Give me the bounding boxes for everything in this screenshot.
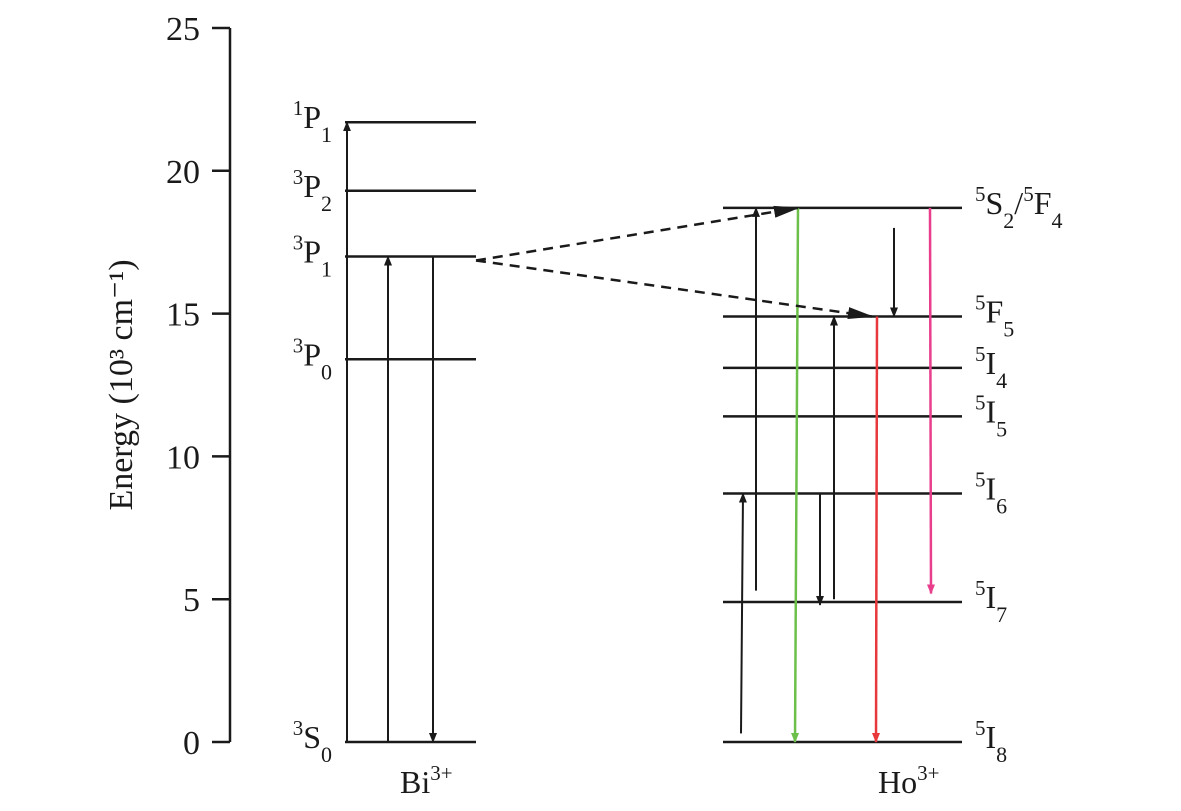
ho-level-5S2_5F4-label-term-2: F — [1034, 185, 1052, 221]
ho-level-5S2_5F4-label-j: 2 — [1003, 208, 1014, 233]
ho-level-5I6-label-term: I — [986, 471, 997, 507]
bi-level-1P1-label-j: 1 — [321, 122, 332, 147]
transition-arrows — [343, 121, 935, 743]
bi-level-3P0-label: 3P0 — [293, 333, 332, 384]
bi-ion-charge: 3+ — [430, 761, 452, 785]
bi-level-3P0-label-multiplicity: 3 — [293, 333, 304, 357]
ho-level-5S2_5F4-label-term: S — [986, 185, 1004, 221]
bi-level-1P1-label-term: P — [303, 99, 321, 135]
ho-level-5I7-label-multiplicity: 5 — [975, 576, 986, 600]
ho-level-5I5-label: 5I5 — [975, 390, 1007, 441]
y-tick-label: 5 — [183, 582, 200, 619]
ho-level-5I5-label-j: 5 — [996, 416, 1007, 441]
ho-level-5I4-label-j: 4 — [996, 368, 1007, 393]
ho-level-5S2_5F4-label-multiplicity: 5 — [975, 182, 986, 206]
ho-ion-label: Ho3+ — [878, 761, 939, 800]
bi-level-3P2-label-j: 2 — [321, 191, 332, 216]
ho-level-5F5-label: 5F5 — [975, 290, 1014, 341]
transition-ho-red-emission — [872, 316, 881, 743]
energy-transfer-et-3P1-to-5S2 — [475, 205, 800, 262]
ho-level-5I7-label-j: 7 — [996, 602, 1007, 627]
ho-level-5I7-label-term: I — [986, 579, 997, 615]
ho-level-5I7-label: 5I7 — [975, 576, 1007, 627]
bi-level-1P1-label: 1P1 — [293, 96, 332, 147]
bi-level-3S0-label: 3S0 — [293, 716, 332, 767]
energy-transfer-arrows — [475, 205, 874, 320]
ho-level-5I4-label-multiplicity: 5 — [975, 342, 986, 366]
bi-level-3S0-label-term: S — [303, 719, 321, 755]
bi-level-3S0-label-multiplicity: 3 — [293, 716, 304, 740]
ho-ion-name: Ho — [878, 764, 917, 800]
ho-level-5I4-label-term: I — [986, 345, 997, 381]
bi-level-3P0-label-term: P — [303, 336, 321, 372]
bi-level-3P2-label: 3P2 — [293, 165, 332, 216]
ho-level-5F5-label-j: 5 — [1003, 316, 1014, 341]
ho-level-5F5-label-multiplicity: 5 — [975, 290, 986, 314]
y-tick-label: 15 — [166, 297, 200, 334]
bi-level-1P1-label-multiplicity: 1 — [293, 96, 304, 120]
y-tick-label: 20 — [166, 154, 200, 191]
ho-level-5I8-label-term: I — [986, 719, 997, 755]
y-axis-title: Energy (10³ cm⁻¹) — [103, 259, 140, 510]
bi-level-3P1-label-multiplicity: 3 — [293, 230, 304, 254]
ho-level-5S2_5F4-label-separator: / — [1014, 185, 1023, 221]
y-tick-label: 10 — [166, 439, 200, 476]
ho-level-5I4-label: 5I4 — [975, 342, 1007, 393]
y-tick-label: 25 — [166, 11, 200, 48]
ho-level-5I8-label-j: 8 — [996, 742, 1007, 767]
ho-level-5I8-label: 5I8 — [975, 716, 1007, 767]
bi-level-3S0-label-j: 0 — [321, 742, 332, 767]
bi-level-3P1-label: 3P1 — [293, 230, 332, 281]
ho-ion-charge: 3+ — [917, 761, 939, 785]
ho-level-5S2_5F4-label-j-2: 4 — [1051, 208, 1062, 233]
ho-level-5I5-label-term: I — [986, 393, 997, 429]
bi-level-3P2-label-term: P — [303, 168, 321, 204]
bi-ion-name: Bi — [400, 764, 430, 800]
energy-transfer-et-3P1-to-5F5 — [475, 259, 874, 320]
ho-level-5S2_5F4-label: 5S2/5F4 — [975, 182, 1062, 233]
bi-level-3P1-label-term: P — [303, 233, 321, 269]
ho-level-5I8-label-multiplicity: 5 — [975, 716, 986, 740]
y-tick-label: 0 — [183, 725, 200, 762]
transition-ho-nir-emission — [926, 207, 935, 595]
bi-ion-label: Bi3+ — [400, 761, 453, 800]
ho-level-5I5-label-multiplicity: 5 — [975, 390, 986, 414]
ho-level-5F5-label-term: F — [986, 293, 1004, 329]
ho-level-5S2_5F4-label-multiplicity-2: 5 — [1023, 182, 1034, 206]
y-axis: 0 5 10 15 20 25 Energy (10³ cm⁻¹) — [103, 11, 232, 762]
ho-level-5I6-label: 5I6 — [975, 468, 1007, 519]
ho-level-5I6-label-j: 6 — [996, 494, 1007, 519]
ho-level-5I6-label-multiplicity: 5 — [975, 468, 986, 492]
bi-level-3P1-label-j: 1 — [321, 256, 332, 281]
y-axis-ticks: 0 5 10 15 20 25 — [166, 11, 230, 762]
bi-level-3P2-label-multiplicity: 3 — [293, 165, 304, 189]
bi-level-3P0-label-j: 0 — [321, 359, 332, 384]
transition-ho-absorption-to-5I6 — [738, 492, 747, 734]
transition-ho-green-emission — [791, 207, 800, 743]
